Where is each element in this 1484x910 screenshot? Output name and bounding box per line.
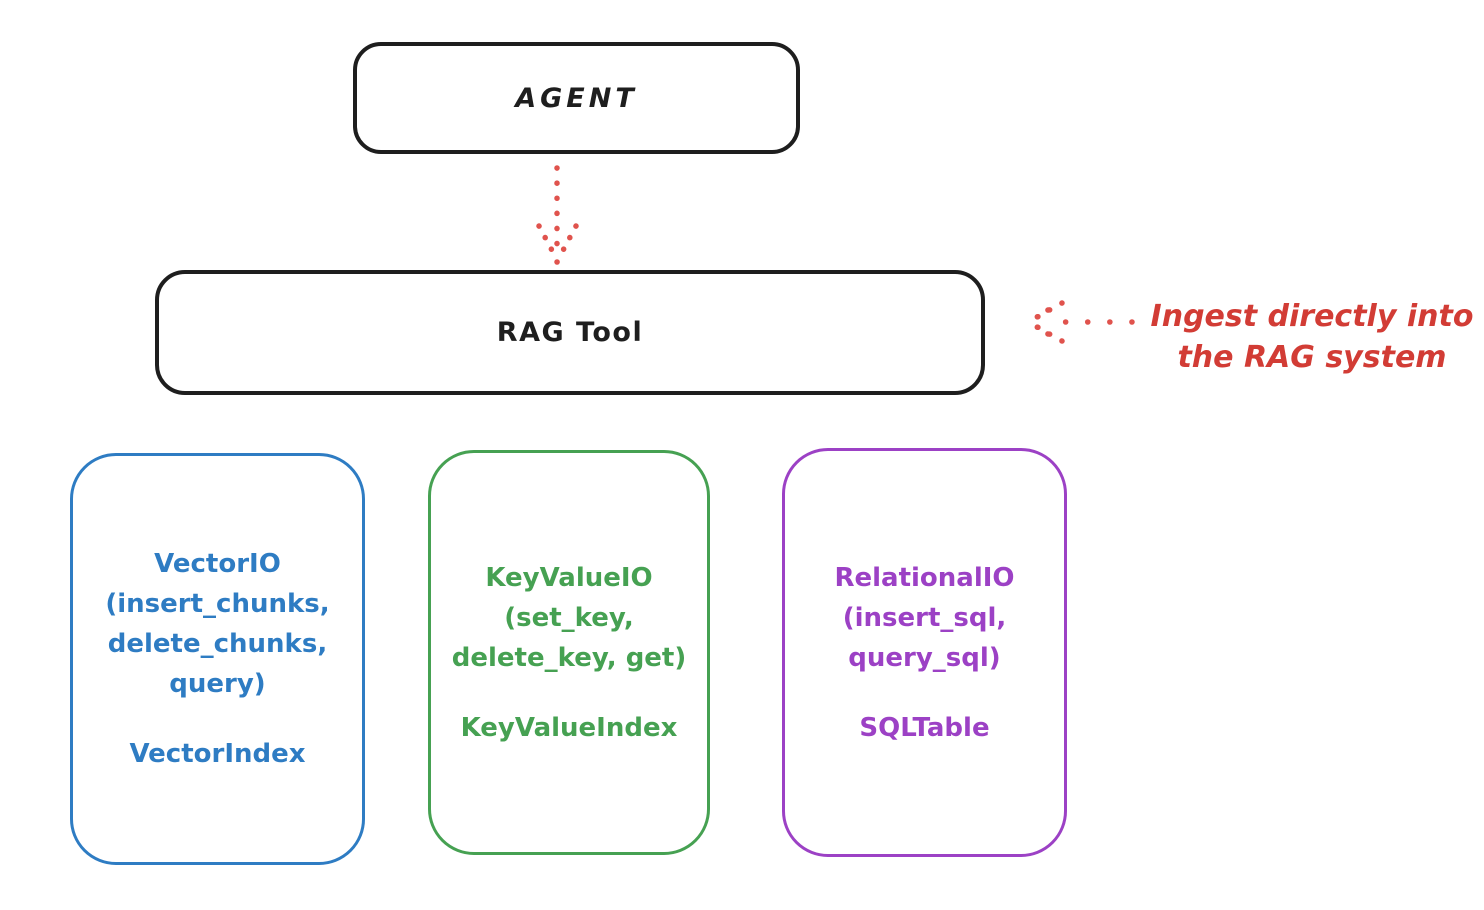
vector-index-label: VectorIndex (129, 739, 306, 769)
ingest-annotation: Ingest directly into the RAG system (1142, 296, 1482, 378)
key-value-io-methods-line2: delete_key, get) (451, 642, 687, 673)
vector-io-title: VectorIO (154, 549, 281, 579)
relational-io-methods-line1: (insert_sql, (842, 602, 1007, 633)
key-value-index-label: KeyValueIndex (460, 712, 678, 743)
sql-table-label: SQLTable (859, 712, 990, 743)
backend-box-vector-io: VectorIO (insert_chunks, delete_chunks, … (70, 453, 365, 865)
ingest-annotation-line1: Ingest directly into (1150, 299, 1474, 334)
relational-io-methods-line2: query_sql) (848, 642, 1001, 673)
agent-label: AGENT (515, 82, 638, 114)
relational-io-title: RelationalIO (834, 562, 1015, 593)
ingest-annotation-line2: the RAG system (1177, 340, 1447, 375)
rag-tool-label: RAG Tool (496, 317, 644, 348)
key-value-io-title: KeyValueIO (485, 562, 653, 593)
backend-box-key-value-io: KeyValueIO (set_key, delete_key, get) Ke… (428, 450, 710, 855)
vector-io-methods-line2: delete_chunks, (107, 629, 328, 659)
agent-box: AGENT (353, 42, 800, 154)
key-value-io-methods-line1: (set_key, (504, 602, 634, 633)
vector-io-methods-line1: (insert_chunks, (105, 589, 330, 619)
ingest-into-rag-arrow (1025, 300, 1135, 344)
vector-io-methods-line3: query) (169, 669, 266, 699)
agent-to-rag-arrow (536, 165, 579, 265)
backend-box-relational-io: RelationalIO (insert_sql, query_sql) SQL… (782, 448, 1067, 857)
rag-tool-box: RAG Tool (155, 270, 985, 395)
